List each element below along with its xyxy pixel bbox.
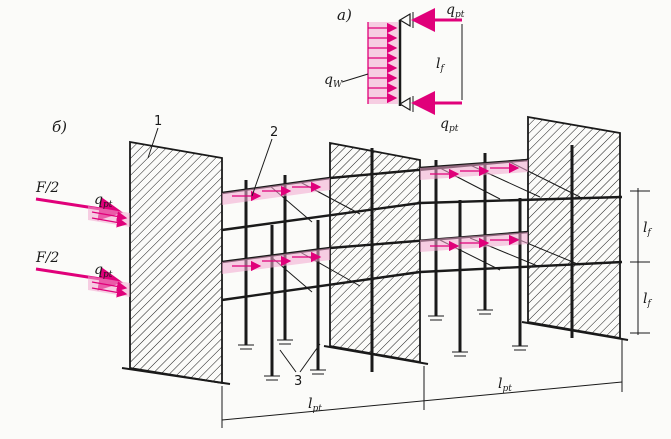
bottom-support <box>398 96 414 112</box>
scheme-a: a) qpt qpt lf <box>324 2 465 134</box>
part-b-label: б) <box>52 118 67 136</box>
svg-text:2: 2 <box>270 125 278 140</box>
callout-3: 3 <box>279 343 321 389</box>
svg-text:1: 1 <box>154 114 162 129</box>
q-pt-upper-label: qpt <box>94 192 113 210</box>
floor-loads-upper <box>222 160 528 205</box>
wind-load-block <box>368 22 398 104</box>
l-f-lower-label: lf <box>643 291 652 309</box>
shear-wall-right <box>521 115 629 341</box>
q-w-leader <box>341 73 369 83</box>
top-support <box>398 12 414 28</box>
shear-wall-middle <box>323 141 429 365</box>
shear-wall-left <box>121 140 231 385</box>
callout-1: 1 <box>147 114 162 159</box>
q-pt-top-label: qpt <box>446 2 465 20</box>
l-f-upper-label: lf <box>643 220 652 238</box>
columns <box>244 145 574 376</box>
q-w-label: qW <box>324 72 343 90</box>
q-pt-bottom-label: qpt <box>440 116 459 134</box>
bottom-dimension-lpt: lpt lpt <box>221 340 623 428</box>
F-half-upper-label: F/2 <box>35 180 59 196</box>
callout-2: 2 <box>251 125 278 197</box>
svg-text:3: 3 <box>294 374 302 389</box>
external-load-upper: F/2 qpt <box>35 180 130 228</box>
floor-loads-lower <box>222 232 528 274</box>
F-half-lower-label: F/2 <box>35 250 59 266</box>
wind-load-arrows <box>368 22 398 104</box>
l-pt-right-label: lpt <box>498 376 512 394</box>
column-bases <box>238 309 528 381</box>
l-f-scheme-label: lf <box>436 56 445 74</box>
external-load-lower: F/2 qpt <box>35 250 130 298</box>
part-a-label: a) <box>337 6 352 24</box>
right-dimension-lf: lf lf <box>630 188 652 335</box>
l-pt-left-label: lpt <box>308 396 322 414</box>
q-pt-lower-label: qpt <box>94 262 113 280</box>
